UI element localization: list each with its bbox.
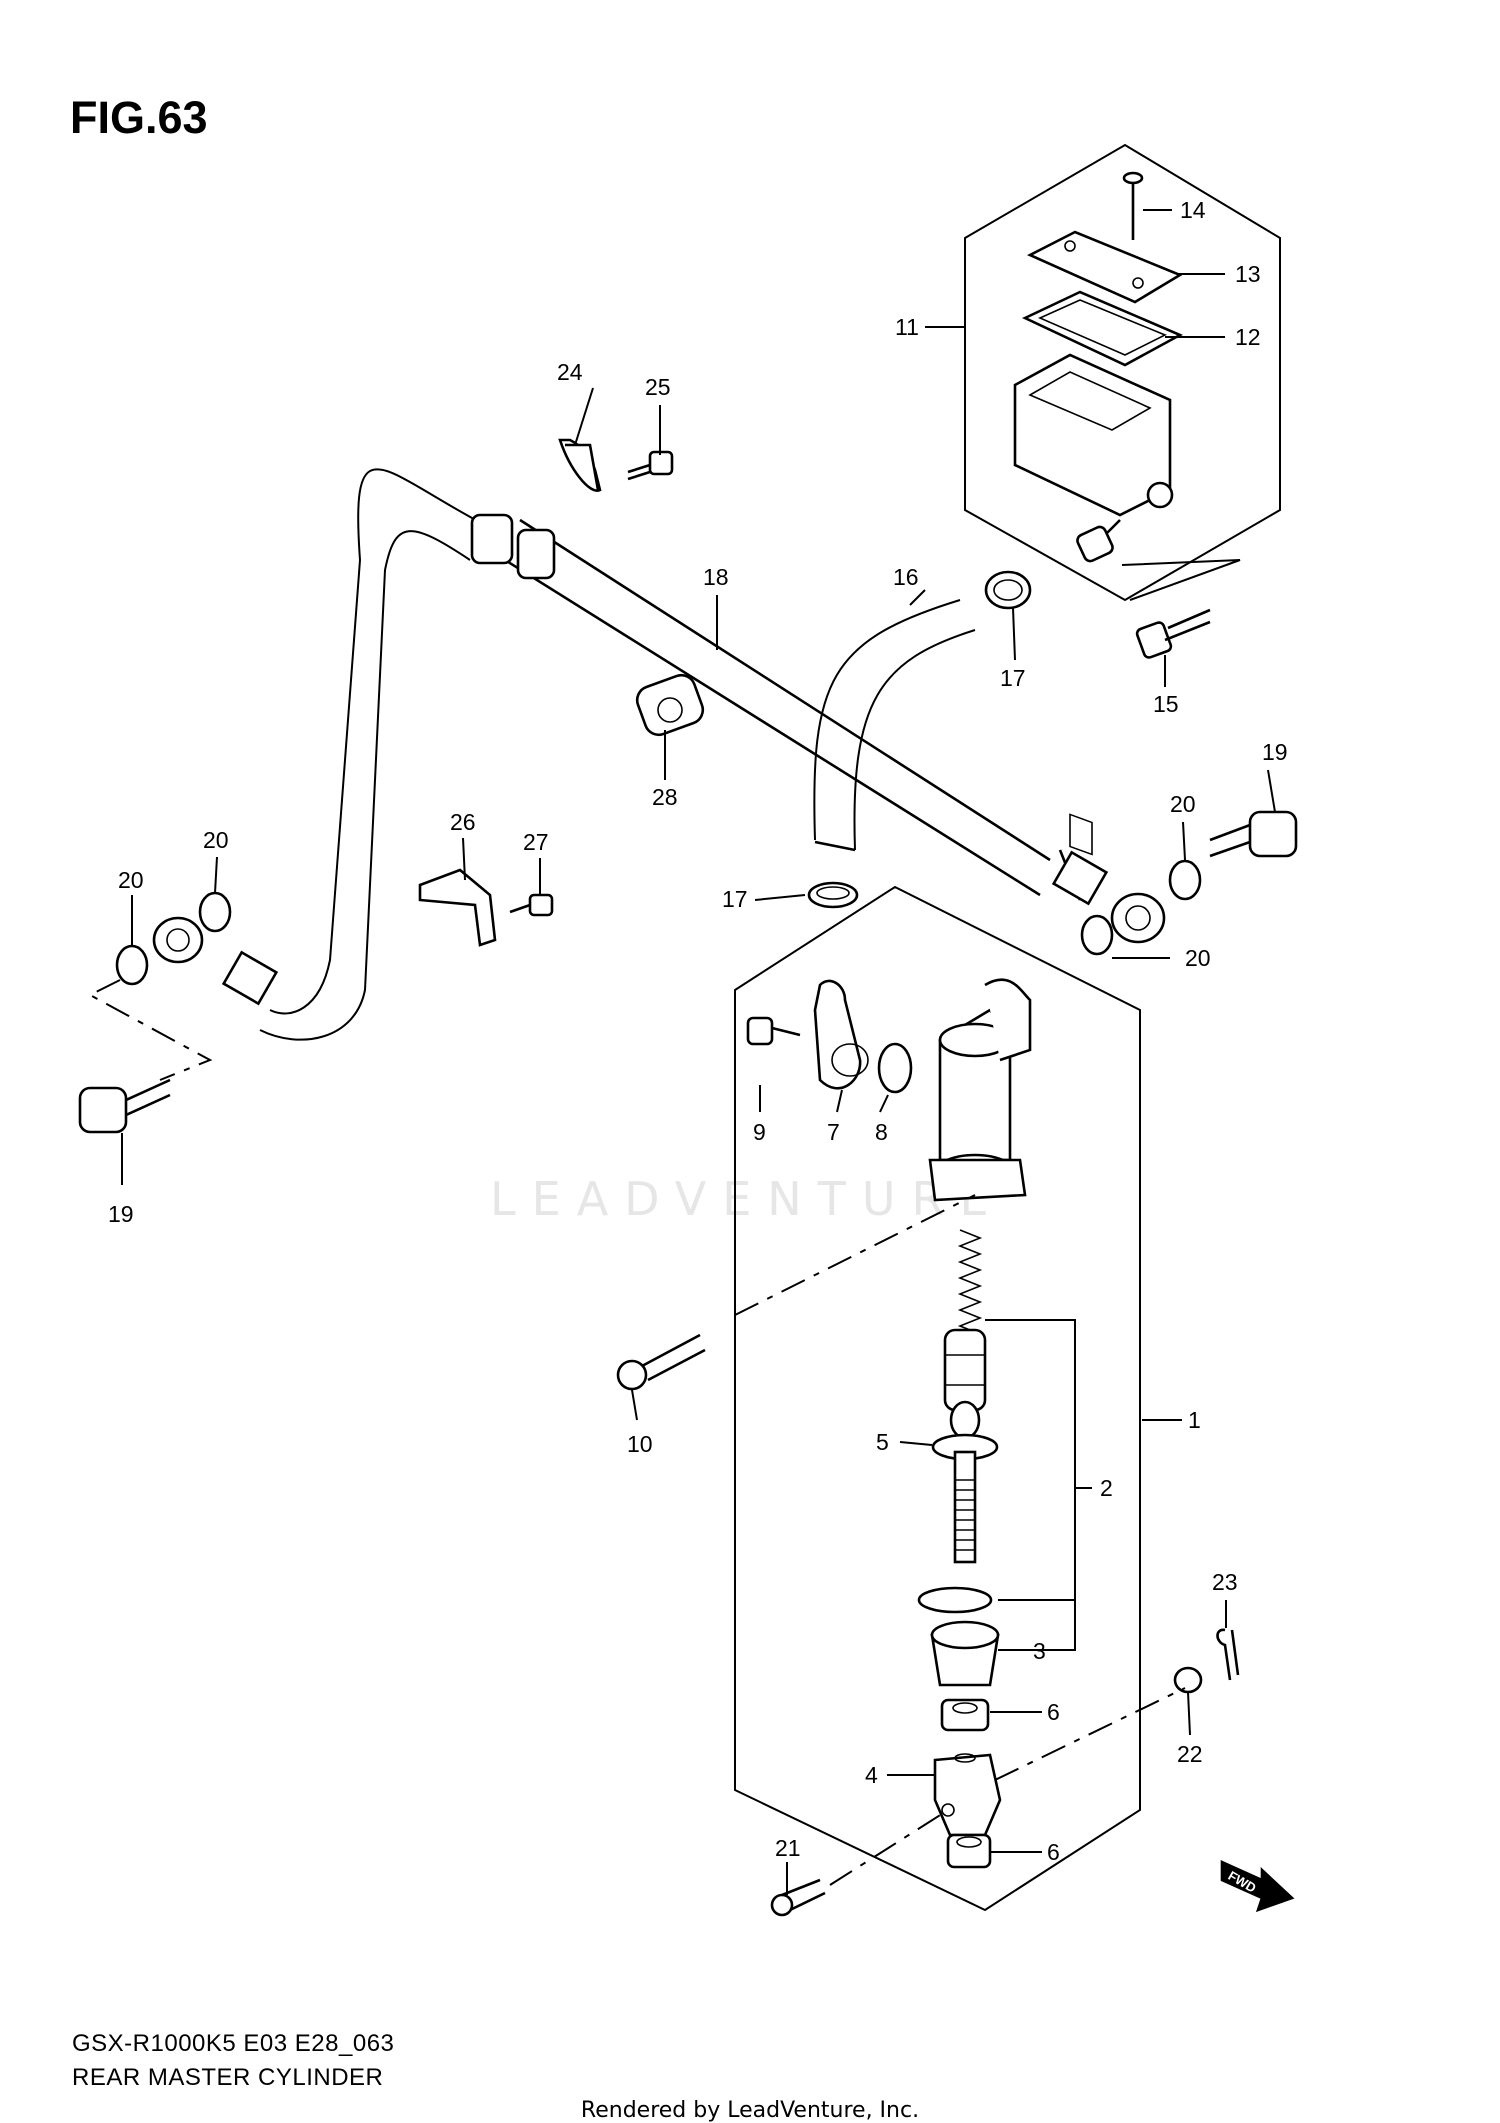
hose-joint-7 (813, 979, 869, 1090)
callout-17-lower: 17 (722, 886, 748, 912)
union-bolt-19-right (1209, 810, 1298, 858)
washer-20-left-lower (115, 944, 149, 986)
bolt-25 (627, 450, 674, 481)
boot-3 (930, 1620, 1000, 1687)
reservoir-cap (1026, 230, 1183, 304)
callout-27: 27 (523, 829, 549, 855)
nut-6-upper (940, 1698, 990, 1732)
callout-10: 10 (627, 1431, 653, 1457)
bracket-26 (418, 868, 497, 947)
leader-lines (121, 209, 1276, 1895)
model-code: GSX-R1000K5 E03 E28_063 (72, 2030, 395, 2057)
nut-6-lower (946, 1833, 992, 1869)
callout-25: 25 (645, 374, 671, 400)
bolt-10 (616, 1333, 706, 1391)
callout-11: 11 (895, 314, 919, 340)
callout-20-left-upper: 20 (203, 827, 229, 853)
callout-20-right-lower: 20 (1185, 945, 1211, 971)
callout-18: 18 (703, 564, 729, 590)
callout-28: 28 (652, 784, 678, 810)
brake-hose-long (152, 468, 556, 1041)
callout-20-left-lower: 20 (118, 867, 144, 893)
circlip (917, 1586, 993, 1614)
callout-8: 8 (875, 1119, 888, 1145)
washer-20-right-lower (1080, 914, 1114, 956)
diaphragm (1021, 290, 1183, 367)
callout-9: 9 (753, 1119, 766, 1145)
callout-2: 2 (1100, 1475, 1113, 1501)
callout-19-left: 19 (108, 1201, 134, 1227)
watermark-text: LEADVENTURE (490, 1172, 1005, 1226)
clevis-4 (933, 1753, 1002, 1837)
piston-spring (957, 1229, 983, 1343)
cylinder-body (928, 978, 1032, 1202)
reservoir-fitting (1076, 525, 1114, 563)
callout-15: 15 (1153, 691, 1179, 717)
callout-1: 1 (1188, 1407, 1201, 1433)
cotter-pin-23 (1216, 1628, 1240, 1681)
reservoir-assembly (964, 143, 1281, 856)
master-cylinder-assembly (734, 885, 1141, 1912)
callout-5: 5 (876, 1429, 889, 1455)
clevis-pin-21 (770, 1878, 826, 1917)
callout-14: 14 (1180, 197, 1206, 223)
callout-17-upper: 17 (1000, 665, 1026, 691)
callout-22: 22 (1177, 1741, 1203, 1767)
callout-6-lower: 6 (1047, 1839, 1060, 1865)
callout-7: 7 (827, 1119, 840, 1145)
callout-3: 3 (1033, 1638, 1046, 1664)
hose-holder-24 (558, 438, 602, 492)
clamp-17-upper (984, 570, 1032, 610)
clamp-17-lower (807, 881, 859, 909)
push-rod-5 (931, 1400, 999, 1564)
union-bolt-19-left (78, 1078, 171, 1134)
callout-labels: 14 13 12 11 15 17 16 18 24 25 28 26 27 1… (108, 197, 1288, 1865)
piston (943, 1328, 987, 1412)
callout-23: 23 (1212, 1569, 1238, 1595)
washer-20-left-upper (198, 891, 232, 933)
hose-guide-28 (635, 673, 705, 737)
callout-19-right: 19 (1262, 739, 1288, 765)
callout-26: 26 (450, 809, 476, 835)
callout-12: 12 (1235, 324, 1261, 350)
reservoir-hose-16 (813, 599, 976, 852)
footer-credit: Rendered by LeadVenture, Inc. (580, 2098, 920, 2123)
reservoir-body (1013, 353, 1174, 856)
callout-4: 4 (865, 1762, 878, 1788)
figure-name: REAR MASTER CYLINDER (72, 2064, 384, 2091)
bolt-27 (509, 893, 554, 917)
o-ring-8 (877, 1042, 913, 1094)
figure-title: FIG.63 (70, 92, 208, 143)
callout-6-upper: 6 (1047, 1699, 1060, 1725)
fwd-arrow-icon: FWD (1220, 1859, 1295, 1913)
screw-15 (1135, 608, 1211, 659)
washer-22 (1173, 1666, 1203, 1694)
callout-24: 24 (557, 359, 583, 385)
brake-hose-18 (504, 518, 1166, 944)
screw-14 (1122, 171, 1144, 240)
callout-21: 21 (775, 1835, 801, 1861)
callout-20-right-upper: 20 (1170, 791, 1196, 817)
callout-16: 16 (893, 564, 919, 590)
bolt-9 (746, 1016, 801, 1046)
washer-20-right-upper (1168, 859, 1202, 901)
callout-13: 13 (1235, 261, 1261, 287)
